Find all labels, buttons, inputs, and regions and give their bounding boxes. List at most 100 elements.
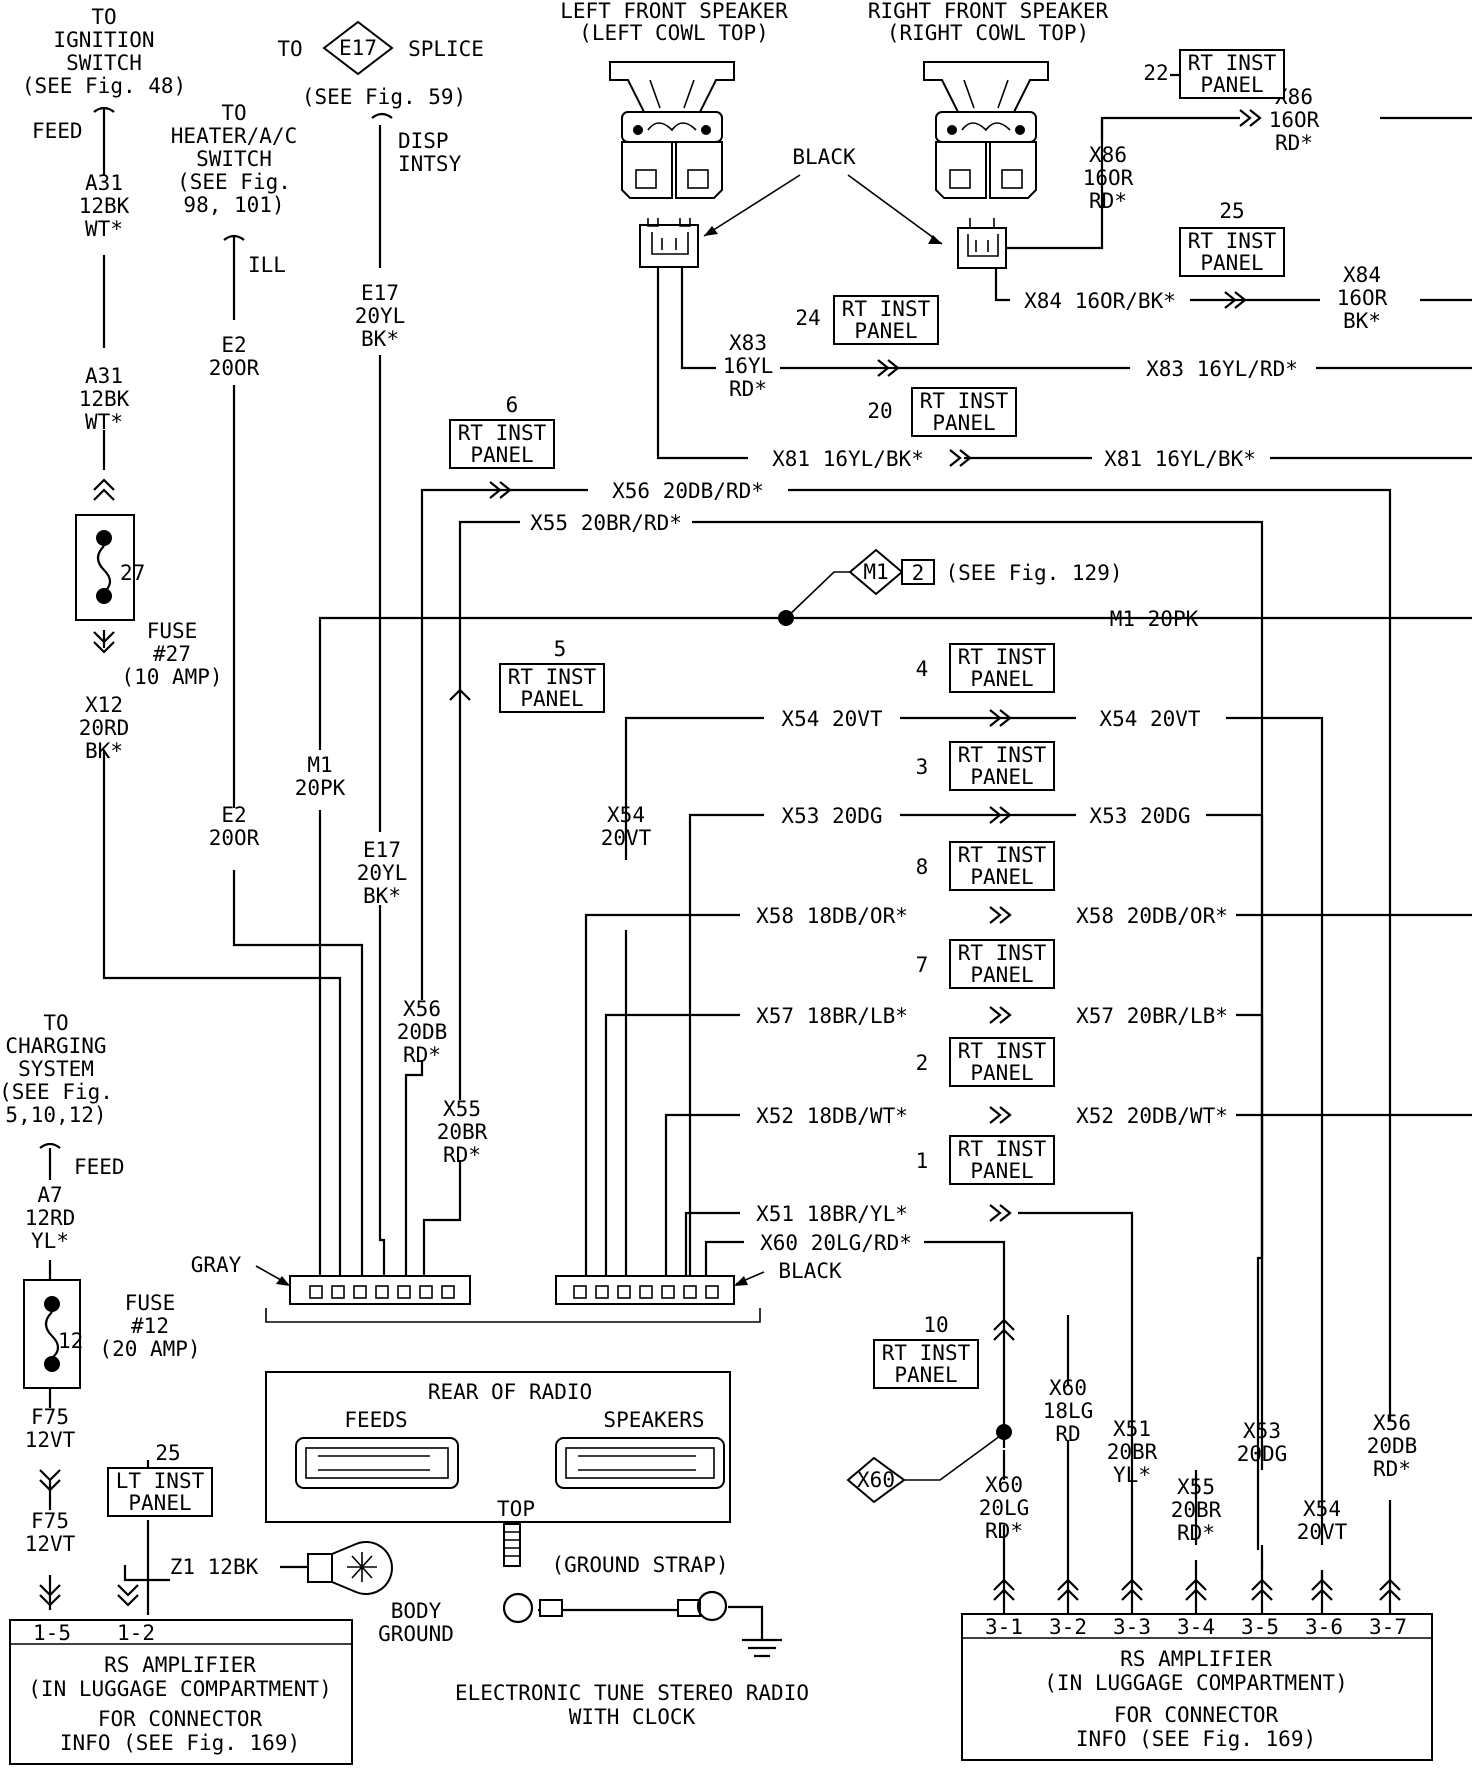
- bottom-x60b-3: RD: [1055, 1422, 1080, 1446]
- x56-v-2: 20DB: [397, 1020, 448, 1044]
- f75-b-1: F75: [31, 1509, 69, 1533]
- a31-mid-2: 12BK: [79, 387, 130, 411]
- charging-feed: FEED: [74, 1155, 125, 1179]
- e2-top-1: E2: [221, 333, 246, 357]
- x55-v-2: 20BR: [437, 1120, 488, 1144]
- right-speaker-title-2: (RIGHT COWL TOP): [887, 21, 1089, 45]
- rear-of-radio: REAR OF RADIO FEEDS SPEAKERS TOP: [265, 1371, 731, 1523]
- heater-ill-label: ILL: [248, 253, 286, 277]
- m1-tag-num: 2: [912, 561, 925, 585]
- e17-top-1: E17: [361, 281, 399, 305]
- radio-connectors: GRAY BLACK: [191, 1253, 842, 1323]
- ignition-ref-2: IGNITION: [53, 28, 154, 52]
- inline-num-4: 4: [916, 657, 929, 681]
- fuse-12-label-2: #12: [131, 1314, 169, 1338]
- a31-mid-1: A31: [85, 364, 123, 388]
- bottom-x54-2: 20VT: [1297, 1520, 1348, 1544]
- inline-num-24: 24: [795, 306, 820, 330]
- heater-reference: TO HEATER/A/C SWITCH (SEE Fig. 98, 101) …: [171, 101, 297, 850]
- x54-right: X54 20VT: [1099, 707, 1201, 731]
- body-ground-1: BODY: [391, 1599, 442, 1623]
- black-label: BLACK: [778, 1259, 842, 1283]
- heater-ref-1: TO: [221, 101, 246, 125]
- charging-ref-3: SYSTEM: [18, 1057, 94, 1081]
- amp-right-text-3: FOR CONNECTOR: [1114, 1703, 1279, 1727]
- amplifier-right: 3-1 3-2 3-3 3-4 3-5 3-6 3-7 RS AMPLIFIER…: [961, 1613, 1433, 1761]
- inline-10-l1: RT INST: [882, 1341, 971, 1365]
- a31-top-3: WT*: [85, 217, 123, 241]
- x60-tag: X60: [857, 1468, 895, 1492]
- left-speaker-title-2: (LEFT COWL TOP): [579, 21, 769, 45]
- x54-v-2: 20VT: [601, 826, 652, 850]
- e17-tag: E17: [339, 36, 377, 60]
- a7-1: A7: [37, 1183, 62, 1207]
- e17-splice: SPLICE: [408, 37, 484, 61]
- bottom-x53-2: 20DG: [1237, 1442, 1288, 1466]
- e17-see: (SEE Fig. 59): [302, 85, 466, 109]
- x56-h-label: X56 20DB/RD*: [612, 479, 764, 503]
- amp-left-text-4: INFO (SEE Fig. 169): [60, 1731, 300, 1755]
- inline-num-5: 5: [554, 637, 567, 661]
- bottom-x51-3: YL*: [1113, 1463, 1151, 1487]
- amp-right-text-2: (IN LUGGAGE COMPARTMENT): [1044, 1671, 1347, 1695]
- inline-num-20: 20: [867, 399, 892, 423]
- rear-of-radio-label: REAR OF RADIO: [428, 1380, 592, 1404]
- amp-right-pin-1: 3-1: [985, 1615, 1023, 1639]
- right-speaker-title-1: RIGHT FRONT SPEAKER: [868, 0, 1109, 23]
- heater-ref-2: HEATER/A/C: [171, 124, 297, 148]
- wire-chevrons: [39, 109, 1262, 1607]
- x84-right-3: BK*: [1343, 309, 1381, 333]
- amp-right-pin-2: 3-2: [1049, 1615, 1087, 1639]
- x55-v-3: RD*: [443, 1143, 481, 1167]
- m1-see: (SEE Fig. 129): [945, 561, 1122, 585]
- inline-num-6: 6: [506, 393, 519, 417]
- amp-left-pin-2: 1-2: [117, 1621, 155, 1645]
- inline-8-l1: RT INST: [958, 843, 1047, 867]
- inline-6-l2: PANEL: [470, 443, 533, 467]
- ignition-ref-4: (SEE Fig. 48): [22, 74, 186, 98]
- inline-6-l1: RT INST: [458, 421, 547, 445]
- inline-7-l2: PANEL: [970, 963, 1033, 987]
- inline-1-l1: RT INST: [958, 1137, 1047, 1161]
- fuse-12-label-3: (20 AMP): [99, 1337, 200, 1361]
- x58-right: X58 20DB/OR*: [1076, 904, 1228, 928]
- bottom-x60-2: 20LG: [979, 1496, 1030, 1520]
- amp-right-text-1: RS AMPLIFIER: [1120, 1647, 1272, 1671]
- body-ground-2: GROUND: [378, 1622, 454, 1646]
- x52-right: X52 20DB/WT*: [1076, 1104, 1228, 1128]
- inline-2-l2: PANEL: [970, 1061, 1033, 1085]
- a7-3: YL*: [31, 1229, 69, 1253]
- x53-right: X53 20DG: [1089, 804, 1190, 828]
- inline-24-l2: PANEL: [854, 319, 917, 343]
- ignition-feed-label: FEED: [32, 119, 83, 143]
- inline-num-22: 22: [1143, 61, 1168, 85]
- fuse-12: 12 FUSE #12 (20 AMP): [23, 1279, 201, 1389]
- fuse-27-label-1: FUSE: [147, 619, 198, 643]
- x55-v-1: X55: [443, 1097, 481, 1121]
- bottom-x51-1: X51: [1113, 1417, 1151, 1441]
- e17-top-3: BK*: [361, 327, 399, 351]
- inline-3-l1: RT INST: [958, 743, 1047, 767]
- a31-top-2: 12BK: [79, 194, 130, 218]
- heater-ref-5: 98, 101): [183, 193, 284, 217]
- x56-v-3: RD*: [403, 1043, 441, 1067]
- x12-1: X12: [85, 693, 123, 717]
- inline-10-l2: PANEL: [894, 1363, 957, 1387]
- amp-left-text-2: (IN LUGGAGE COMPARTMENT): [28, 1677, 331, 1701]
- inline-4-l2: PANEL: [970, 667, 1033, 691]
- inline-8-l2: PANEL: [970, 865, 1033, 889]
- inline-num-10: 10: [923, 1313, 948, 1337]
- charging-ref-1: TO: [43, 1011, 68, 1035]
- left-speaker: LEFT FRONT SPEAKER (LEFT COWL TOP): [560, 0, 788, 268]
- ground-strap-label: (GROUND STRAP): [551, 1553, 728, 1577]
- a31-top-1: A31: [85, 171, 123, 195]
- x86-v-3: RD*: [1089, 189, 1127, 213]
- inline-24-l1: RT INST: [842, 297, 931, 321]
- x60-splice: X60: [846, 1424, 1012, 1504]
- charging-ref-4: (SEE Fig.: [0, 1080, 113, 1104]
- inline-num-3: 3: [916, 755, 929, 779]
- inline-num-2: 2: [916, 1051, 929, 1075]
- inline-25-l2: PANEL: [1200, 251, 1263, 275]
